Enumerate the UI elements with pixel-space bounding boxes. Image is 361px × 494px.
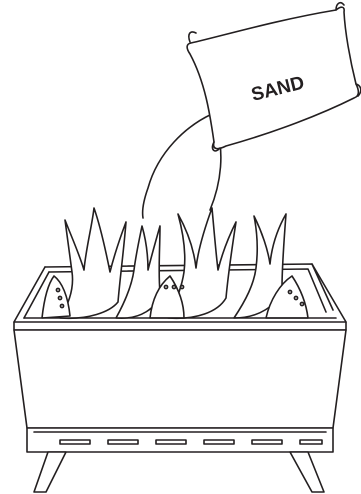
sand-bag: SAND bbox=[187, 3, 361, 151]
fire-pit-body bbox=[14, 330, 346, 428]
fire-pit-vent-band bbox=[27, 428, 333, 452]
leg-left bbox=[34, 452, 66, 492]
vent-slot bbox=[156, 440, 186, 444]
fire-pit-legs bbox=[34, 452, 324, 492]
vent-slot bbox=[60, 440, 90, 444]
sand-stream bbox=[143, 114, 221, 218]
vent-slot bbox=[300, 440, 322, 444]
vent-slot bbox=[252, 440, 282, 444]
vent-slot bbox=[108, 440, 138, 444]
flame-left bbox=[60, 208, 126, 318]
vent-slot bbox=[204, 440, 234, 444]
leg-right bbox=[290, 452, 324, 492]
